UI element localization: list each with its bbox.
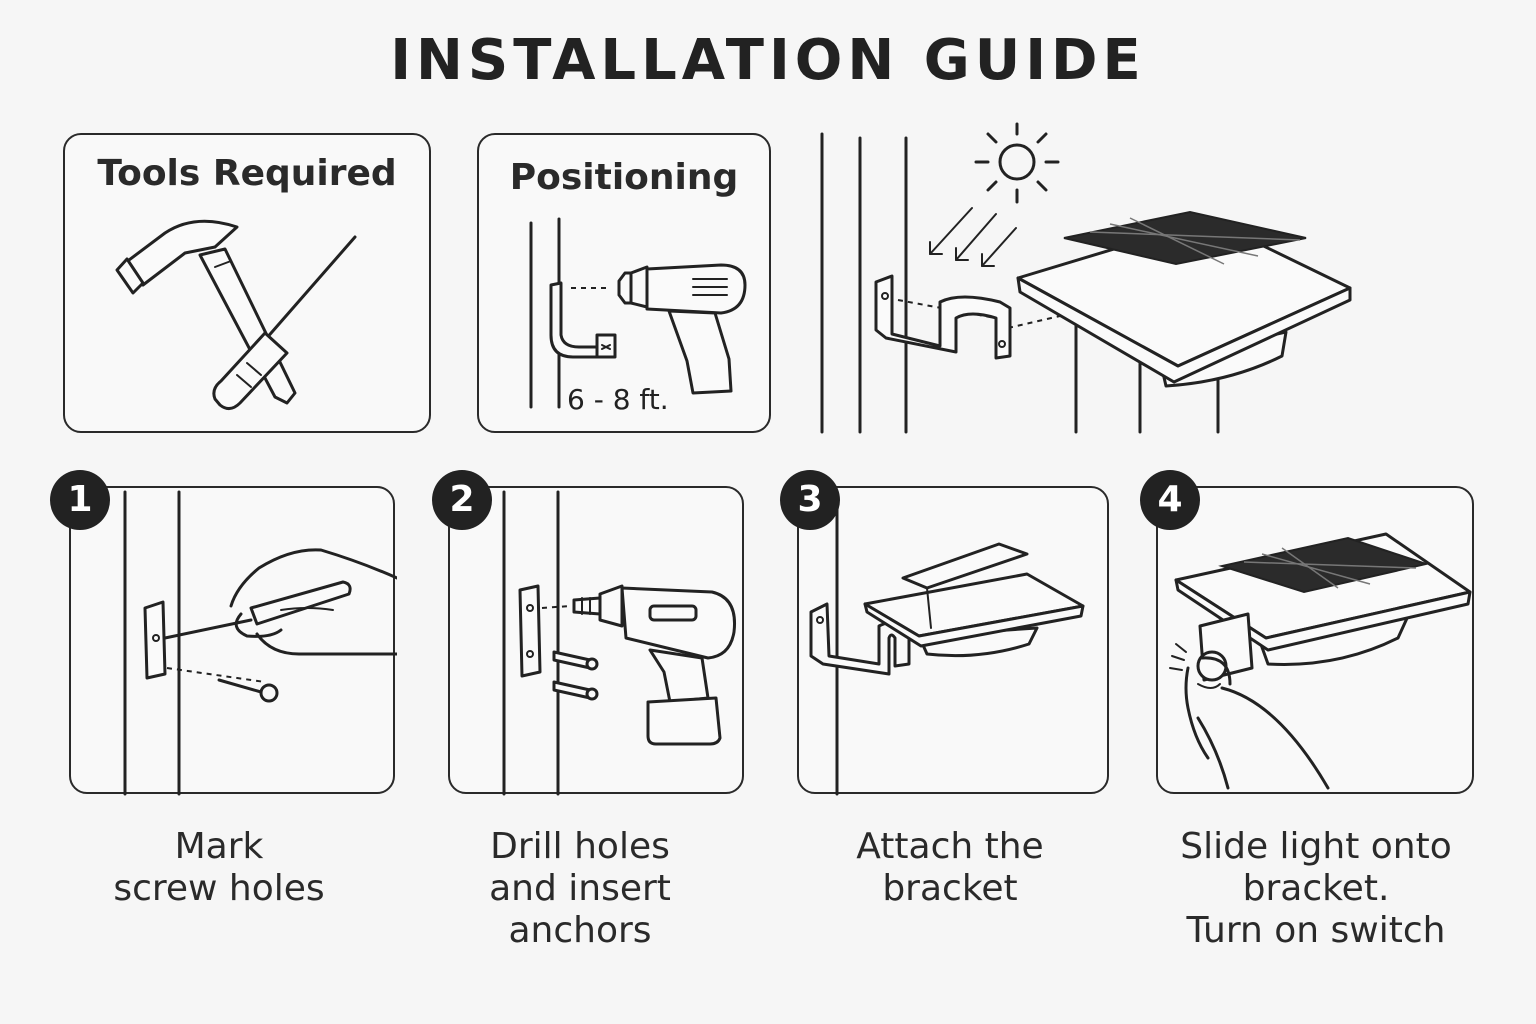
slide-and-switch-illustration <box>1169 532 1472 790</box>
page-title: INSTALLATION GUIDE <box>390 28 1146 93</box>
step-2-panel <box>448 486 744 796</box>
solar-light-icon <box>863 542 1085 658</box>
positioning-panel: Positioning 6 - 8 ft. <box>477 133 771 433</box>
step-4-caption: Slide light onto bracket. Turn on switch <box>1180 826 1452 951</box>
pencil-icon <box>163 580 352 640</box>
step-2-badge: 2 <box>432 470 492 530</box>
screw-icon <box>217 678 279 703</box>
step-2-caption: Drill holes and insert anchors <box>489 826 671 951</box>
step-4-badge: 4 <box>1140 470 1200 530</box>
drill-and-anchors-illustration <box>502 490 737 796</box>
attach-bracket-illustration <box>809 490 1085 796</box>
bracket-icon <box>143 600 167 680</box>
step-1-panel <box>69 486 397 796</box>
click-indicator-icon <box>1169 643 1187 671</box>
hand-icon <box>229 548 397 656</box>
hammer-screwdriver-illustration <box>115 219 357 410</box>
positioning-illustration <box>529 217 747 409</box>
mounting-height-label: 6 - 8 ft. <box>567 383 669 416</box>
hammer-icon <box>115 219 297 405</box>
positioning-panel-title: Positioning <box>509 157 739 198</box>
step-3-panel <box>797 486 1109 796</box>
step-3-badge: 3 <box>780 470 840 530</box>
solar-light-icon <box>1016 210 1352 388</box>
bracket-icon <box>549 281 617 359</box>
step-3-caption: Attach the bracket <box>856 826 1044 909</box>
step-1-caption: Mark screw holes <box>113 826 325 909</box>
drill-icon <box>617 263 747 395</box>
anchor-icon <box>552 650 599 701</box>
bracket-icon <box>809 602 911 676</box>
step-1-badge: 1 <box>50 470 110 530</box>
mark-screw-holes-illustration <box>123 490 397 796</box>
screwdriver-icon <box>212 235 357 410</box>
power-switch-icon <box>1196 650 1228 682</box>
sunlight-arrows-icon <box>929 207 1017 267</box>
step-4-panel <box>1156 486 1474 794</box>
tools-panel: Tools Required <box>63 133 431 433</box>
hand-icon <box>1184 656 1330 790</box>
overview-illustration <box>820 122 1352 434</box>
tools-panel-title: Tools Required <box>97 153 397 194</box>
bracket-icon <box>874 274 1012 360</box>
bracket-icon <box>518 584 542 678</box>
sun-icon <box>974 122 1060 204</box>
drill-icon <box>572 584 737 746</box>
